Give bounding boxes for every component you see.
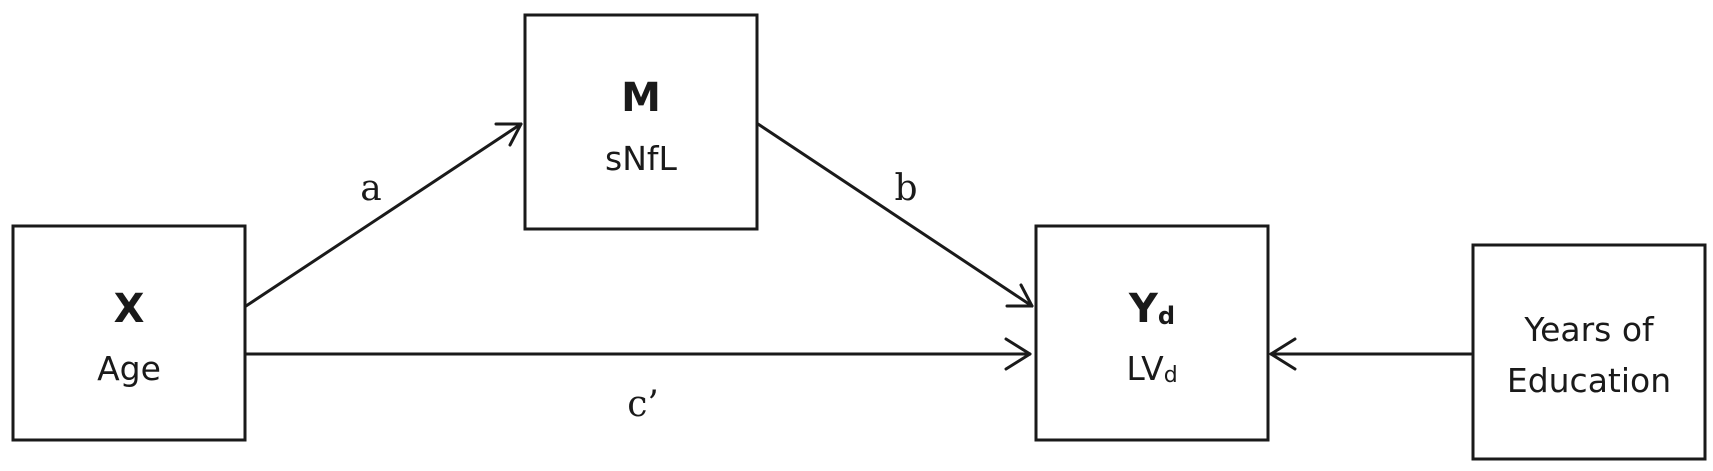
path-label-a: a [360,168,381,209]
node-x-name: Age [97,349,161,388]
node-y-name-subscript: d [1164,363,1178,388]
arrow-covariate [1269,337,1473,371]
arrow-a-head [494,122,523,147]
arrow-covariate-head [1269,337,1297,371]
arrow-a [244,122,523,308]
node-y-name-group: LVd [1126,349,1177,388]
node-y-box [1034,224,1270,442]
node-covariate-education: Years of Education [1471,243,1707,461]
arrow-c-prime-head [1004,337,1032,371]
node-x-box [11,224,247,442]
node-y-symbol-group: Yd [1128,286,1175,332]
node-covariate-box [1471,243,1707,461]
path-label-b: b [894,168,917,209]
arrow-a-line [244,122,523,308]
node-covariate-line1: Years of [1523,310,1655,349]
arrow-c-prime [244,337,1032,371]
node-m-snfl: M sNfL [523,13,759,231]
node-m-symbol: M [621,75,661,121]
arrow-b-line [756,122,1034,308]
node-y-name: LV [1126,349,1164,388]
arrow-b [756,122,1034,308]
node-y-lvd: Yd LVd [1034,224,1270,442]
node-m-box [523,13,759,231]
node-x-age: X Age [11,224,247,442]
node-x-symbol: X [114,286,145,332]
path-label-c-prime: c’ [627,384,659,425]
node-covariate-line2: Education [1507,361,1671,400]
node-y-symbol-subscript: d [1158,302,1175,330]
node-y-symbol: Y [1128,286,1159,332]
node-m-name: sNfL [605,139,677,178]
arrow-b-head [1005,283,1034,308]
